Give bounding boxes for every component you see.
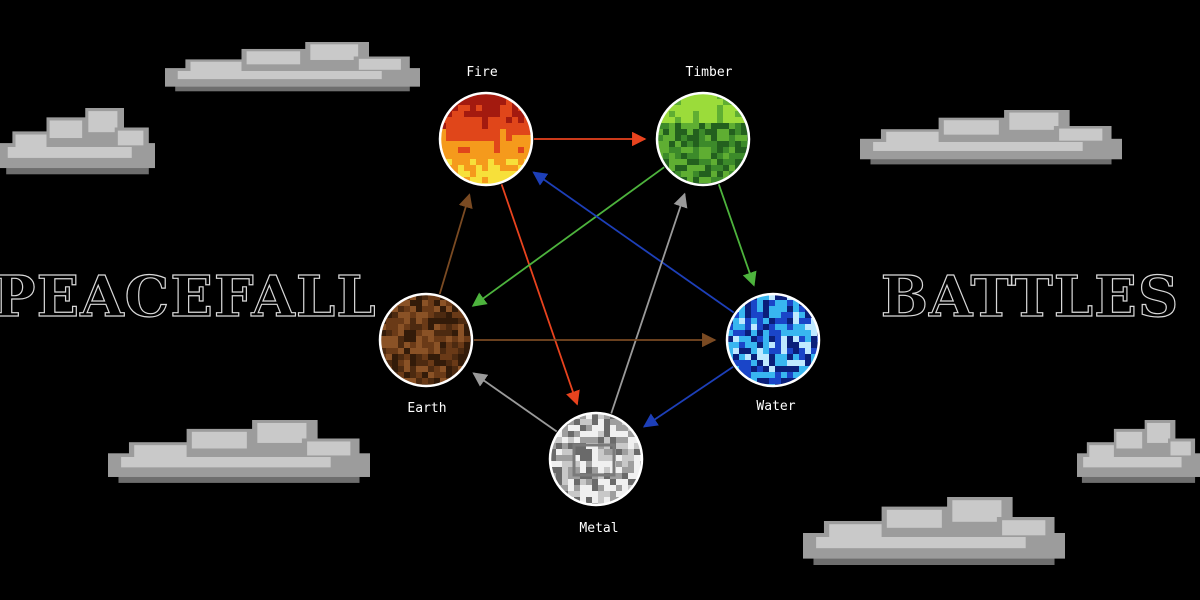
cloud — [0, 108, 155, 175]
arrow-metal-to-earth — [472, 372, 558, 433]
arrow-metal-to-timber — [610, 192, 688, 414]
arrow-layer — [438, 131, 757, 433]
arrow-timber-to-earth — [471, 166, 665, 307]
node-timber[interactable]: Timber — [655, 65, 753, 189]
cloud — [165, 42, 420, 92]
node-label-water: Water — [756, 399, 795, 414]
node-label-earth: Earth — [407, 401, 446, 416]
arrow-timber-to-water — [717, 184, 757, 287]
node-border — [438, 91, 534, 187]
node-border — [548, 411, 644, 507]
arrow-fire-to-metal — [500, 184, 580, 406]
title-right: BATTLES — [881, 264, 1180, 330]
node-water[interactable]: Water — [725, 292, 823, 414]
arrow-water-to-metal — [642, 366, 734, 428]
node-label-fire: Fire — [466, 65, 497, 80]
cloud — [860, 110, 1122, 165]
title-left: PEACEFALL — [0, 264, 377, 330]
node-label-timber: Timber — [686, 65, 733, 80]
cloud — [803, 497, 1065, 565]
node-border — [378, 292, 474, 388]
cloud — [1077, 420, 1200, 483]
grass-texture-icon — [657, 93, 749, 185]
node-label-metal: Metal — [579, 521, 618, 536]
node-border — [725, 292, 821, 388]
arrow-earth-to-fire — [438, 193, 473, 295]
arrow-water-to-fire — [532, 171, 735, 314]
node-border — [655, 91, 751, 187]
cloud — [108, 420, 370, 483]
cloud-layer — [0, 42, 1200, 565]
